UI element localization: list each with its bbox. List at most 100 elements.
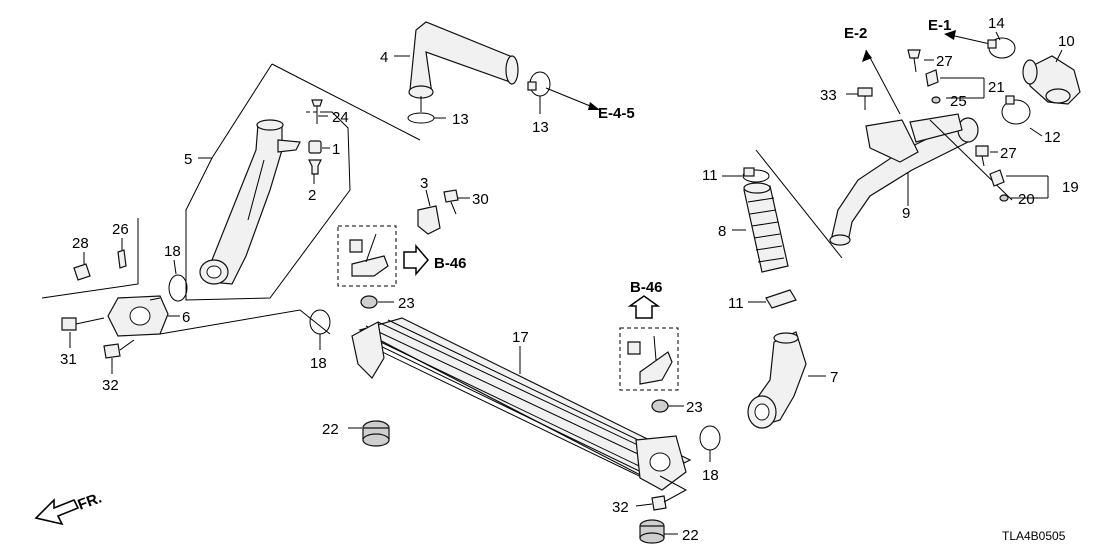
callout-27-upper: 27: [936, 53, 953, 70]
callout-18-right: 18: [702, 467, 719, 484]
callout-7: 7: [830, 369, 838, 386]
ref-e1: E-1: [928, 17, 951, 34]
intercooler-hose-8[interactable]: [743, 182, 789, 273]
intercooler-inlet-pipe-5[interactable]: [199, 119, 301, 285]
outline-bracket-5: [185, 63, 421, 301]
callout-13-right: 13: [532, 119, 549, 136]
callout-14: 14: [988, 15, 1005, 32]
grommet-1[interactable]: [308, 140, 322, 154]
intercooler-hose-4[interactable]: [408, 21, 519, 99]
callout-23-lower: 23: [686, 399, 703, 416]
grommet-22-lower-right[interactable]: [639, 519, 665, 544]
e45-arrowhead: [588, 102, 600, 110]
outline-bracket-28-26: [41, 218, 139, 299]
hose-clamp-11-lower[interactable]: [765, 289, 797, 309]
grommet-22-lower-left[interactable]: [362, 420, 390, 447]
callout-31: 31: [60, 351, 77, 368]
callout-33: 33: [820, 87, 837, 104]
bolt-27-lower[interactable]: [975, 145, 989, 167]
callout-19: 19: [1062, 179, 1079, 196]
bolt-32-left[interactable]: [103, 339, 135, 359]
callout-4: 4: [380, 49, 388, 66]
ref-e2: E-2: [844, 25, 867, 42]
leader-9-boundary: [755, 149, 843, 259]
hose-clamp-14[interactable]: [987, 37, 1016, 59]
bolt-33[interactable]: [857, 87, 873, 110]
outlet-pipe-9[interactable]: [829, 113, 979, 246]
leader-19-20: [1006, 175, 1049, 199]
outlet-adapter-6[interactable]: [107, 295, 169, 337]
callout-6: 6: [182, 309, 190, 326]
clip-2[interactable]: [308, 159, 322, 175]
front-direction-arrow: FR.: [34, 490, 105, 526]
callout-23-upper: 23: [398, 295, 415, 312]
callout-2: 2: [308, 187, 316, 204]
callout-22-left: 22: [322, 421, 339, 438]
hose-clamp-12[interactable]: [1001, 95, 1031, 125]
ref-b46-right: B-46: [630, 279, 663, 296]
callout-numbers: 14 10 27 21 25 33 12 27 19 20 9 11 8 11 …: [60, 15, 1079, 544]
leader-6-line: [159, 309, 331, 335]
hose-clamp-13-left[interactable]: [407, 112, 435, 124]
o-ring-25[interactable]: [931, 96, 941, 104]
b46-arrow-right: [627, 295, 661, 319]
callout-30: 30: [472, 191, 489, 208]
o-ring-18-middle[interactable]: [309, 309, 331, 335]
intercooler-hose-10[interactable]: [1022, 55, 1081, 105]
bolt-31[interactable]: [61, 317, 105, 331]
callout-leaders: [69, 31, 1063, 535]
callout-32-left: 32: [102, 377, 119, 394]
leader-19-line: [929, 119, 1013, 201]
front-label: FR.: [76, 490, 105, 514]
callout-8: 8: [718, 223, 726, 240]
sensor-19[interactable]: [989, 169, 1005, 187]
grommet-23-upper[interactable]: [360, 295, 378, 309]
intercooler-outlet-pipe-7[interactable]: [747, 331, 807, 429]
sensor-21[interactable]: [925, 69, 939, 87]
callout-11-lower: 11: [728, 295, 744, 312]
diagram-code: TLA4B0505: [1002, 529, 1066, 543]
callout-17: 17: [512, 329, 529, 346]
callout-25: 25: [950, 93, 967, 110]
intercooler-assembly-17[interactable]: [351, 317, 692, 491]
bolt-24[interactable]: [311, 99, 323, 124]
b46-detail-right: [619, 295, 679, 391]
e2-leader: [865, 49, 901, 115]
callout-28: 28: [72, 235, 89, 252]
hose-clamp-13-right[interactable]: [527, 71, 551, 97]
bolt-27-upper[interactable]: [907, 49, 921, 73]
callout-12: 12: [1044, 129, 1061, 146]
bolt-30[interactable]: [443, 189, 459, 215]
o-ring-18-left[interactable]: [168, 274, 188, 302]
e1-arrowhead: [944, 30, 956, 40]
callout-26: 26: [112, 221, 129, 238]
nut-28[interactable]: [73, 263, 91, 281]
callout-20: 20: [1018, 191, 1035, 208]
callout-11-upper: 11: [702, 167, 718, 184]
hose-clamp-11-upper[interactable]: [742, 167, 770, 183]
callout-9: 9: [902, 205, 910, 222]
callout-18-middle: 18: [310, 355, 327, 372]
b46-detail-left: [337, 225, 429, 287]
stud-26[interactable]: [117, 249, 127, 269]
grommet-23-lower[interactable]: [651, 399, 669, 413]
o-ring-18-right[interactable]: [699, 425, 721, 451]
callout-32-right: 32: [612, 499, 629, 516]
callout-3: 3: [420, 175, 428, 192]
callout-18-left: 18: [164, 243, 181, 260]
b46-arrow-left: [403, 243, 429, 277]
bolt-32-right[interactable]: [651, 475, 688, 511]
callout-24: 24: [332, 109, 349, 126]
ref-b46-left: B-46: [434, 255, 467, 272]
callout-21: 21: [988, 79, 1005, 96]
leader-21-25: [940, 77, 985, 99]
callout-22-right: 22: [682, 527, 699, 544]
callout-13-left: 13: [452, 111, 469, 128]
o-ring-20[interactable]: [999, 194, 1009, 202]
callout-5: 5: [184, 151, 192, 168]
reference-labels: E-1 E-2 E-4-5 B-46 B-46: [434, 17, 951, 296]
e2-arrowhead: [862, 50, 872, 62]
bracket-3[interactable]: [417, 205, 441, 235]
